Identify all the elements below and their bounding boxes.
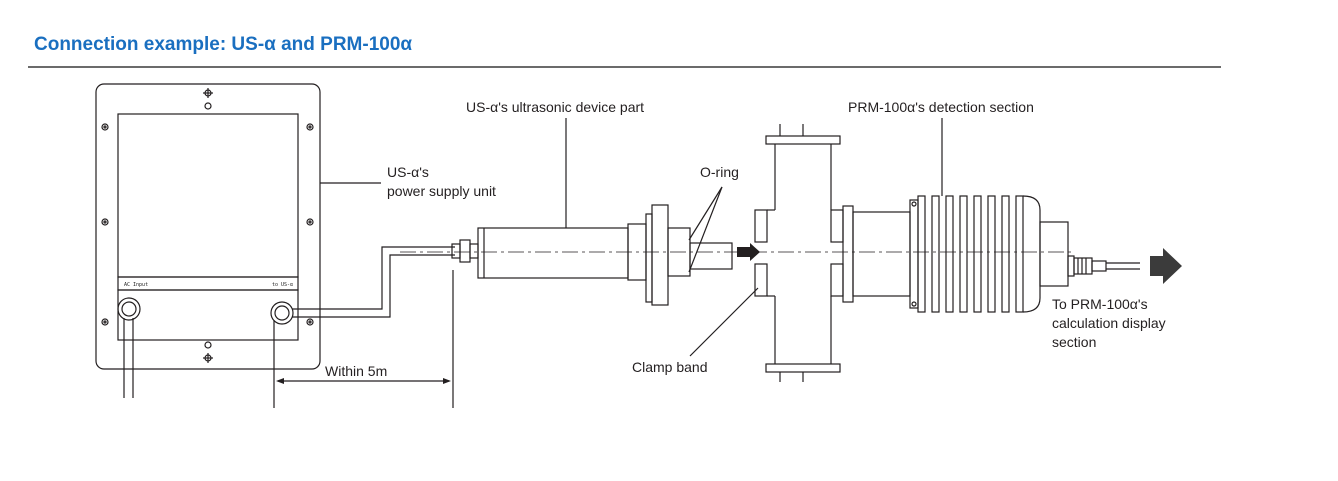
title-divider bbox=[28, 66, 1221, 68]
dimension-within-5m bbox=[273, 270, 454, 408]
label-to-calc-line1: To PRM-100α's bbox=[1052, 296, 1148, 312]
label-to-calc-line3: section bbox=[1052, 334, 1096, 350]
label-clamp-band: Clamp band bbox=[632, 359, 708, 375]
label-detection-section: PRM-100α's detection section bbox=[848, 99, 1034, 115]
label-power-supply-line2: power supply unit bbox=[387, 183, 496, 199]
pipe-tee bbox=[754, 124, 854, 382]
panel-label-ac-input: AC Input bbox=[124, 282, 148, 288]
label-o-ring: O-ring bbox=[700, 164, 739, 180]
page-title: Connection example: US-α and PRM-100α bbox=[34, 34, 413, 55]
power-supply-unit bbox=[95, 83, 321, 398]
label-to-calc-line2: calculation display bbox=[1052, 315, 1166, 331]
detection-section bbox=[852, 118, 1140, 313]
label-ultrasonic-part: US-α's ultrasonic device part bbox=[466, 99, 644, 115]
label-power-supply-line1: US-α's bbox=[387, 164, 429, 180]
label-within-5m: Within 5m bbox=[325, 363, 387, 379]
output-arrow bbox=[1150, 248, 1182, 284]
cable bbox=[292, 246, 455, 318]
panel-label-to-us: to US-α bbox=[272, 282, 293, 288]
ultrasonic-device bbox=[451, 118, 733, 306]
